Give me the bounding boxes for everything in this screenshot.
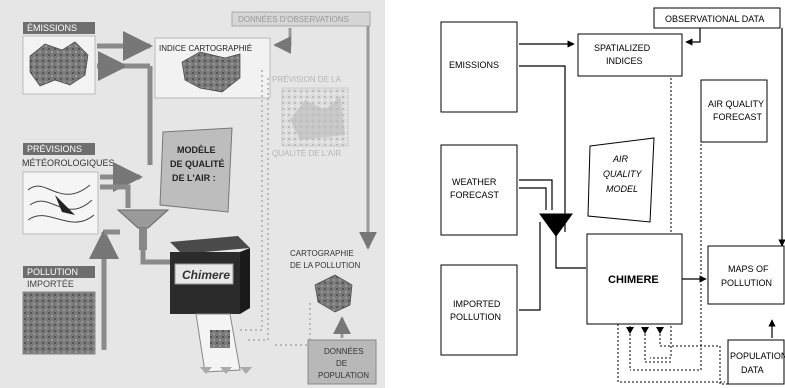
box-spatialized-indices [577, 33, 683, 77]
en-chimere: CHIMERE [608, 274, 659, 286]
line-emissions-model [519, 65, 566, 232]
line-imported-funnel [519, 222, 541, 311]
en-aq-model-line3: MODEL [606, 184, 638, 194]
fr-indice-label: INDICE CARTOGRAPHIÉ [159, 44, 252, 53]
en-weather-line1: WEATHER [452, 177, 497, 187]
fr-prevision-line1: PRÉVISION DE LA [272, 75, 342, 84]
cartographie-map [314, 274, 353, 313]
left-illustration: ÉMISSIONS INDICE CARTOGRAPHIÉ DONNÉES D'… [0, 0, 385, 388]
funnel [116, 209, 170, 229]
dotted-line-2 [248, 78, 269, 341]
en-emissions: EMISSIONS [449, 60, 499, 70]
dotted-forecast-down [630, 144, 702, 371]
chimere-plate [174, 263, 234, 285]
fr-modele-line2: DE QUALITÉ [170, 159, 225, 169]
en-imported-line1: IMPORTED [453, 299, 501, 309]
pipe-weather [100, 184, 131, 208]
box-weather-forecast [440, 144, 518, 236]
box-chimere [586, 233, 683, 325]
dotted-line-1 [240, 70, 263, 331]
observations-box [231, 11, 371, 27]
box-observational-data [653, 7, 781, 29]
indice-map [181, 51, 241, 93]
modele-sign [159, 127, 233, 213]
fr-donnees-line1: DONNÉES [324, 347, 364, 356]
fr-cartographie-line1: CARTOGRAPHIE [290, 249, 354, 258]
en-population-line2: DATA [741, 365, 764, 375]
en-aq-model-line1: AIR [612, 154, 629, 164]
en-imported-line2: POLLUTION [450, 312, 501, 322]
pollution-label-bg [23, 266, 95, 278]
arrow-observations-indice [273, 28, 292, 54]
box-aq-model [587, 137, 655, 223]
box-emissions [440, 21, 518, 113]
fr-cartographie-line2: DE LA POLLUTION [290, 261, 360, 270]
line-weather-2 [519, 187, 547, 210]
emissions-map [29, 41, 89, 87]
box-imported-pollution [440, 264, 518, 356]
box-maps-pollution [707, 245, 785, 305]
fr-pollution-line1: POLLUTION [27, 267, 78, 277]
dotted-population-loop [659, 334, 784, 385]
fr-previsions-line1: PRÉVISIONS [27, 144, 82, 154]
en-observational-data: OBSERVATIONAL DATA [665, 14, 764, 24]
pollution-map [22, 291, 96, 355]
fr-chimere-label: Chimere [182, 268, 230, 282]
emissions-label-bg [23, 22, 95, 34]
en-spatialized-line2: INDICES [606, 56, 643, 66]
line-funnel-chimere [555, 236, 586, 269]
right-schematic: OBSERVATIONAL DATA EMISSIONS SPATIALIZED… [440, 7, 785, 385]
fr-prevision-line2: QUALITÉ DE L'AIR [272, 149, 341, 158]
arrow-obs-indices [685, 28, 701, 46]
en-aq-forecast-line2: FORECAST [713, 112, 763, 122]
fr-pollution-line2: IMPORTÉE [27, 279, 74, 289]
box-aq-forecast [700, 79, 768, 143]
en-weather-line2: FORECAST [450, 190, 500, 200]
en-aq-model-line2: QUALITY [603, 169, 643, 179]
fr-observations-label: DONNÉES D'OBSERVATIONS [238, 15, 349, 24]
merge-funnel [539, 213, 573, 237]
fr-modele-line1: MODÈLE [177, 145, 216, 155]
dotted-indices-down [650, 78, 672, 359]
population-box [307, 339, 377, 385]
en-spatialized-line1: SPATIALIZED [594, 43, 651, 53]
fr-modele-line3: DE L'AIR : [172, 173, 216, 183]
box-population-data [727, 339, 785, 385]
en-population-line1: POPULATION [730, 351, 785, 361]
previsions-label-bg [23, 143, 95, 155]
fr-previsions-line2: MÉTÉOROLOGIQUES [22, 158, 115, 168]
fr-emissions-label: ÉMISSIONS [27, 23, 77, 33]
fr-donnees-line2: DE [336, 359, 347, 368]
machine-top [170, 236, 250, 254]
line-weather-1 [519, 179, 553, 210]
en-aq-forecast-line1: AIR QUALITY [708, 99, 764, 109]
fr-donnees-line3: POPULATION [318, 371, 369, 380]
en-maps-line2: POLLUTION [721, 278, 772, 288]
en-maps-line1: MAPS OF [728, 264, 769, 274]
funnel-spout [139, 228, 147, 250]
